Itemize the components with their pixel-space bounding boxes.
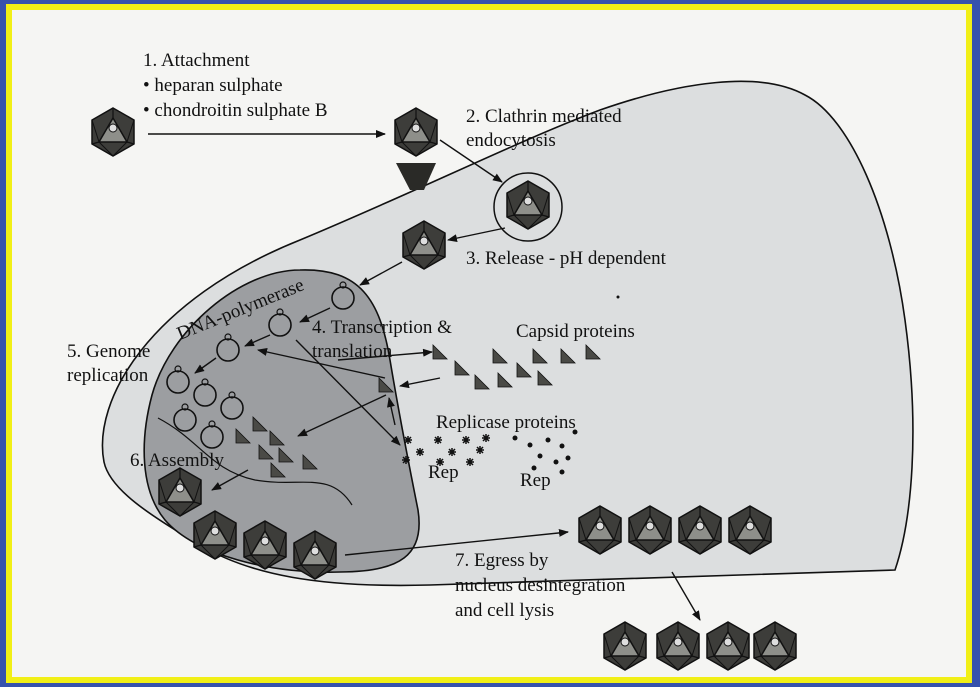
rep-protein-icon <box>448 448 456 456</box>
egress-label-line1: 7. Egress by <box>455 550 549 571</box>
virion-icon <box>604 622 646 670</box>
attachment-item-heparan: • heparan sulphate <box>143 75 283 96</box>
rep-label-right: Rep <box>520 470 551 491</box>
virion-icon <box>754 622 796 670</box>
rep-protein-icon <box>404 436 412 444</box>
rep-protein-icon <box>466 458 474 466</box>
virion-icon <box>657 622 699 670</box>
genome-replication-label-line2: replication <box>67 365 149 386</box>
attachment-title: 1. Attachment <box>143 50 250 71</box>
genome-replication-label-line1: 5. Genome <box>67 341 150 362</box>
attachment-item-chondroitin: • chondroitin sulphate B <box>143 100 328 121</box>
egress-label-line3: and cell lysis <box>455 600 554 621</box>
virion-icon <box>92 108 134 156</box>
release-label: 3. Release - pH dependent <box>466 248 667 269</box>
egress-label-line2: nucleus desintegration <box>455 575 626 596</box>
rep-protein-icon <box>462 436 470 444</box>
transcription-label-line2: translation <box>312 341 393 362</box>
assembly-label: 6. Assembly <box>130 450 224 471</box>
capsid-proteins-label: Capsid proteins <box>516 321 635 342</box>
rep-protein-icon <box>476 446 484 454</box>
virion-icon <box>395 108 437 156</box>
transcription-label-line1: 4. Transcription & <box>312 317 452 338</box>
rep-protein-icon <box>482 434 490 442</box>
virion-icon <box>707 622 749 670</box>
rep-protein-icon <box>402 456 410 464</box>
rep-label-left: Rep <box>428 462 459 483</box>
replicase-proteins-label: Replicase proteins <box>436 412 576 433</box>
endocytosis-label-line1: 2. Clathrin mediated <box>466 106 622 127</box>
rep-protein-icon <box>434 436 442 444</box>
endocytosis-label-line2: endocytosis <box>466 130 556 151</box>
rep-protein-icon <box>416 448 424 456</box>
